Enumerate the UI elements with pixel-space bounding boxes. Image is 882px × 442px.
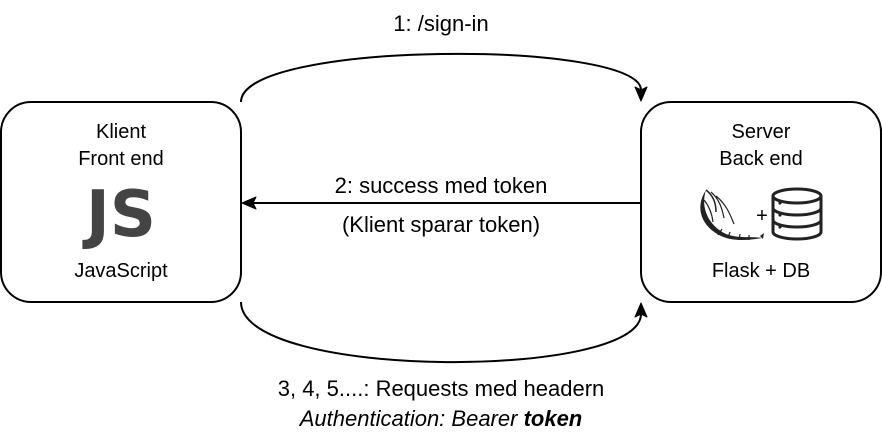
client-node: Klient Front end JS JavaScript bbox=[0, 101, 242, 303]
token-saved-label: (Klient sparar token) bbox=[342, 212, 540, 237]
auth-header-label: Authentication: Bearer token bbox=[298, 406, 583, 431]
sign-in-label: 1: /sign-in bbox=[393, 11, 488, 36]
database-icon bbox=[771, 187, 823, 241]
success-label: 2: success med token bbox=[335, 173, 548, 198]
sign-in-arrow bbox=[240, 52, 642, 103]
success-arrowhead bbox=[241, 196, 257, 210]
edge-requests: 3, 4, 5....: Requests med headern Authen… bbox=[240, 301, 648, 431]
edge-sign-in: 1: /sign-in bbox=[240, 11, 648, 103]
client-box bbox=[0, 101, 242, 303]
flask-logo-icon bbox=[700, 189, 764, 241]
edge-success: 2: success med token (Klient sparar toke… bbox=[241, 173, 641, 237]
requests-arrowhead bbox=[634, 302, 648, 318]
server-node: Server Back end + Flask + DB bbox=[640, 101, 882, 303]
js-logo-icon: JS bbox=[82, 178, 156, 252]
requests-label: 3, 4, 5....: Requests med headern bbox=[278, 376, 605, 401]
client-caption: JavaScript bbox=[74, 260, 168, 282]
server-subtitle: Back end bbox=[719, 148, 802, 170]
requests-arrow bbox=[240, 301, 642, 364]
client-title: Klient bbox=[96, 121, 146, 143]
server-title: Server bbox=[732, 121, 791, 143]
client-subtitle: Front end bbox=[78, 148, 164, 170]
server-caption: Flask + DB bbox=[712, 260, 810, 282]
auth-header-prefix: Authentication: Bearer bbox=[298, 406, 524, 431]
server-plus-sign: + bbox=[756, 205, 768, 227]
auth-header-token: token bbox=[524, 406, 583, 431]
sign-in-arrowhead bbox=[634, 86, 648, 102]
